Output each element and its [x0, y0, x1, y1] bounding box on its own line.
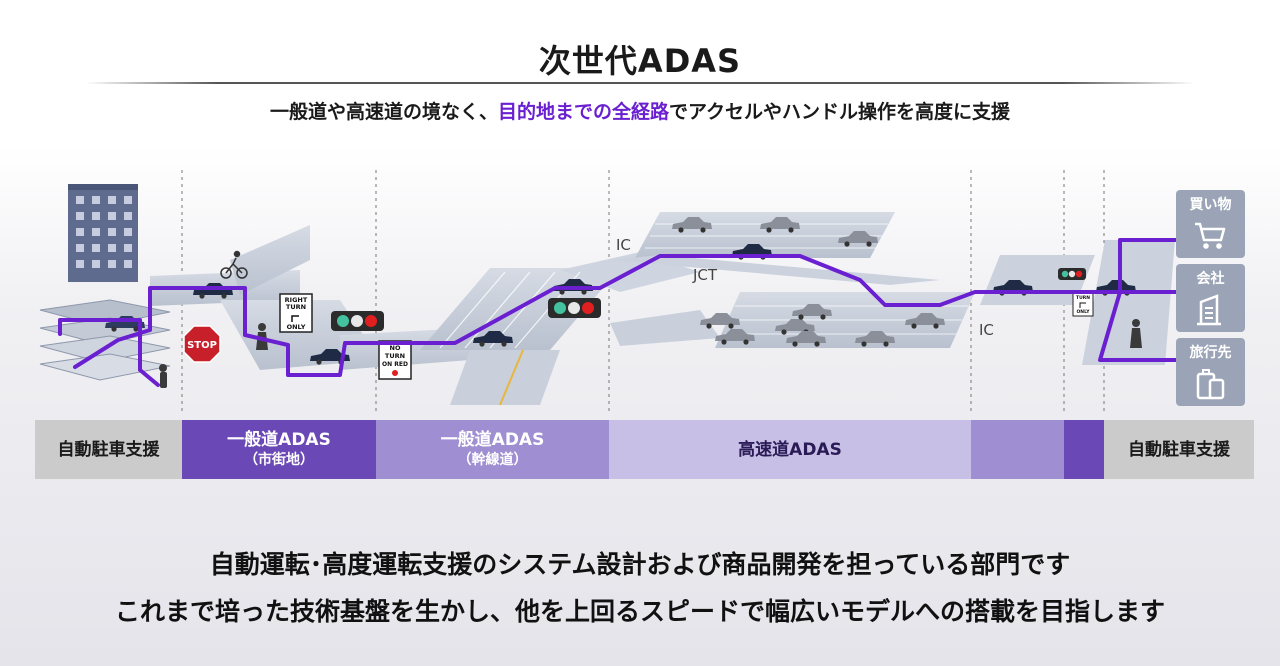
destination-label: 旅行先 — [1189, 345, 1232, 361]
band-sublabel: （市街地） — [243, 451, 314, 468]
band-label: 一般道ADAS — [227, 429, 331, 450]
traffic-light-icon — [548, 298, 601, 318]
traffic-light-icon — [331, 311, 384, 331]
band-label: 一般道ADAS — [440, 429, 545, 450]
turn-only-sign-line1: TURN — [1076, 295, 1090, 301]
right-turn-sign-line3: ONLY — [287, 323, 306, 331]
phase-band-city-end — [1064, 420, 1104, 479]
pedestrian-icon — [159, 364, 167, 388]
subtitle-text-post: でアクセルやハンドル操作を高度に支援 — [668, 101, 1011, 123]
phase-band-city: 一般道ADAS（市街地） — [182, 420, 376, 479]
turn-only-sign: TURN ONLY — [1072, 291, 1094, 317]
right-turn-sign-line2: TURN — [286, 303, 306, 311]
section-dividers — [181, 170, 1105, 415]
luggage-icon — [1196, 369, 1225, 400]
right-turn-only-sign: RIGHT TURN ONLY — [279, 293, 313, 333]
stop-sign-icon: STOP — [183, 325, 221, 363]
destination-label: 買い物 — [1189, 197, 1232, 213]
phase-band-parking-end: 自動駐車支援 — [1104, 420, 1254, 479]
subtitle-highlight: 目的地までの全経路 — [497, 101, 669, 123]
title-divider — [85, 82, 1195, 84]
stop-sign-text: STOP — [187, 340, 217, 351]
page-title: 次世代ADAS — [538, 42, 742, 80]
phase-band-parking-start: 自動駐車支援 — [35, 420, 182, 479]
footer-line-1: 自動運転･高度運転支援のシステム設計および商品開発を担っている部門です — [209, 550, 1071, 579]
phase-band-arterial-end — [971, 420, 1064, 479]
apartment-building-icon — [68, 184, 138, 282]
arterial-road — [420, 252, 720, 406]
no-turn-sign-line3: ON RED — [382, 361, 408, 368]
route-path — [58, 238, 1178, 387]
route-illustration: STOP RIGHT TURN ONLY NO TURN ON RED — [39, 170, 1178, 415]
band-label: 高速道ADAS — [738, 439, 842, 460]
ic-label-right: IC — [979, 321, 994, 339]
band-label: 自動駐車支援 — [57, 439, 160, 460]
no-turn-sign-line2: TURN — [385, 352, 405, 360]
office-building-icon — [1197, 294, 1221, 326]
shopping-cart-icon — [1195, 222, 1226, 249]
phase-band-expressway: 高速道ADAS — [609, 420, 971, 479]
pedestrian-icon — [1130, 319, 1142, 348]
traffic-light-icon — [1058, 268, 1086, 280]
destination-travel: 旅行先 — [1176, 338, 1245, 406]
turn-only-sign-line2: ONLY — [1076, 309, 1090, 315]
ic-label-left: IC — [616, 236, 631, 254]
no-turn-on-red-sign: NO TURN ON RED — [378, 340, 412, 380]
destination-shopping: 買い物 — [1176, 190, 1245, 258]
footer-line-2: これまで培った技術基盤を生かし、他を上回るスピードで幅広いモデルへの搭載を目指し… — [114, 597, 1165, 626]
no-turn-sign-line1: NO — [390, 344, 401, 352]
right-turn-sign-line1: RIGHT — [285, 296, 308, 304]
page-subtitle: 一般道や高速道の境なく、目的地までの全経路でアクセルやハンドル操作を高度に支援 — [0, 97, 1280, 124]
band-label: 自動駐車支援 — [1128, 439, 1230, 460]
phase-band-arterial: 一般道ADAS（幹線道） — [376, 420, 609, 479]
route-diagram: STOP RIGHT TURN ONLY NO TURN ON RED — [0, 160, 1280, 420]
band-sublabel: （幹線道） — [457, 451, 528, 468]
destination-label: 会社 — [1196, 271, 1225, 287]
jct-label: JCT — [692, 266, 718, 284]
destination-office: 会社 — [1176, 264, 1245, 332]
cyclist-icon — [220, 250, 248, 279]
subtitle-text-pre: 一般道や高速道の境なく、 — [269, 101, 498, 123]
